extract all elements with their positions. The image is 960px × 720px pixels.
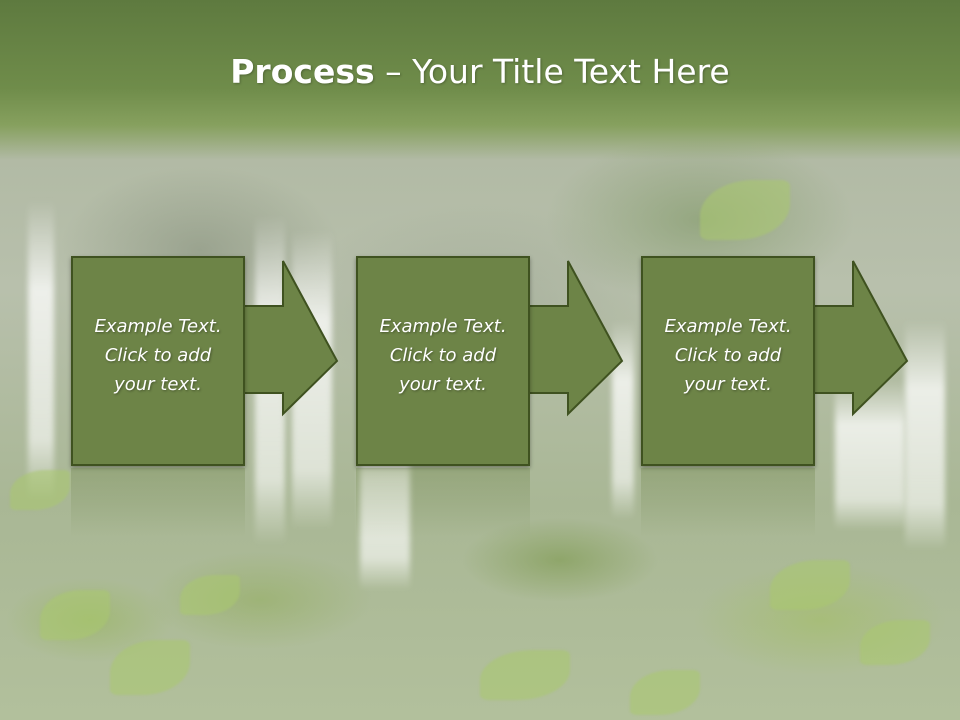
step-text-line-3: your text. [684,374,772,395]
step-box[interactable] [641,256,815,466]
step-box[interactable] [356,256,530,466]
header-band [0,0,960,160]
slide-title: Process – Your Title Text Here [0,52,960,91]
slide-title-bold: Process [230,52,375,91]
step-reflection [356,468,530,538]
step-text: Example Text. Click to add your text. [356,312,530,399]
step-text-line-1: Example Text. [94,316,222,337]
step-reflection [71,468,245,538]
right-arrow-icon [242,260,339,417]
step-text-line-1: Example Text. [379,316,507,337]
step-text: Example Text. Click to add your text. [641,312,815,399]
process-step-2[interactable]: Example Text. Click to add your text. [356,256,627,538]
step-text-line-3: your text. [114,374,202,395]
step-text: Example Text. Click to add your text. [71,312,245,399]
step-text-line-2: Click to add [674,345,782,366]
step-text-line-1: Example Text. [664,316,792,337]
step-box[interactable] [71,256,245,466]
step-reflection [641,468,815,538]
step-text-line-2: Click to add [389,345,497,366]
right-arrow-icon [812,260,909,417]
process-step-1[interactable]: Example Text. Click to add your text. [71,256,342,538]
step-text-line-3: your text. [399,374,487,395]
right-arrow-icon [527,260,624,417]
slide-title-rest: – Your Title Text Here [374,52,730,91]
process-step-3[interactable]: Example Text. Click to add your text. [641,256,912,538]
step-text-line-2: Click to add [104,345,212,366]
